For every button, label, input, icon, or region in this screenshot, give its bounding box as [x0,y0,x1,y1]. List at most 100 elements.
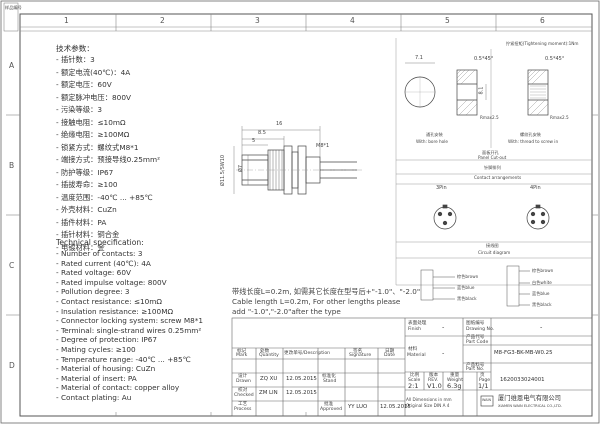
dim-cutout-8-1: 8.1 [478,86,485,95]
spec-en-item: - Rated current (40℃): 4A [56,258,151,268]
spec-en-item: - Rated impulse voltage: 800V [56,277,167,287]
tb-material-value: - [442,349,445,357]
spec-en-item: - Contact resistance: ≤10mΩ [56,297,162,306]
dim-length-5: 5 [252,138,256,144]
spec-cn-item: - 端接方式：预接导线0.25mm² [56,155,161,164]
spec-en-item: - Temperature range: -40℃ ... +85℃ [56,354,191,364]
tb-page-cn: 页 [480,373,485,378]
tb-quantity-en: Quantity [259,353,279,358]
spec-en-item: - Terminal: single-strand wires 0.25mm² [56,325,202,335]
tb-weight-en: Weight [447,378,464,383]
spec-en-item: - Contact plating: Au [56,393,132,402]
spec-cn-item: - 防护等级：IP67 [56,167,114,177]
title-block-grid [231,317,593,417]
spec-cn-item: - 电镀材料：金 [56,242,105,252]
tb-part-code-cn: 产品代号 [466,335,485,340]
tb-checked-en: Checked [234,393,254,398]
tb-approved-cn: 批准 [324,402,334,407]
tb-checked-name: ZM LIN [259,390,278,396]
tb-checked-date: 12.05.2015 [286,390,317,396]
bore-hole-en: With: bore hole [416,139,448,144]
spec-cn-item: - 插针材料：铜合金 [56,230,120,239]
dim-length-8-5: 8.5 [258,130,266,136]
tb-drawn-cn: 设计 [238,374,248,379]
bore-hole-cn: 通孔安装 [426,132,443,137]
wire-4pin-white: 白色white [532,280,552,285]
spec-cn-item: - 额定电流(40℃)：4A [56,67,131,77]
tb-approved-en: Approved [320,407,343,412]
spec-en-item: - Degree of protection: IP67 [56,335,158,345]
spec-cn-item: - 绝缘电阻：≥100MΩ [56,130,130,139]
tb-page-en: Page [479,378,491,383]
contact-arrangement-cn: 针脚排列 [484,165,501,170]
tb-part-code-en: Part Code [466,340,489,345]
company-name-cn: 厦门维恩电气有限公司 [498,395,561,402]
company-name-en: XIAMEN WAIN ELECTRICAL CO.,LTD. [498,404,562,408]
tb-stand-cn: 标准化 [322,374,336,379]
wire-3pin-black: 黑色black [457,296,477,301]
spec-en-item: - Material of insert: PA [56,373,137,383]
tb-dims-note-2: Original Size DIN A 4 [406,403,450,408]
wire-4pin-blue: 蓝色blue [532,291,550,296]
spec-cn-item: - 插拔寿命：≥100 [56,180,118,189]
tb-revision-value: V1.0 [427,382,442,390]
tb-page-value: 1/1 [478,382,489,390]
wire-4pin-black: 黑色black [532,302,552,307]
radius-thread: Rmax2.5 [550,115,569,120]
tb-drawing-no-en: Drawing No. [466,327,495,332]
spec-cn-item: - 额定电压：60V [56,80,112,89]
tb-process-en: Process [234,407,252,412]
tb-drawn-date: 12.05.2015 [286,376,317,382]
tb-checked-cn: 校对 [238,388,248,393]
grid-letter-d: D [9,361,15,370]
tb-description: 更改单号/Description [284,351,331,356]
spec-en-title: Technical specification: [56,238,144,247]
grid-number-6: 6 [540,16,545,25]
dim-cutout-7-1: 7.1 [415,55,423,61]
tb-part-code-value: M8-FG3-BK-MB-W0.25 [494,350,553,356]
tb-part-no-value: 1620033024001 [500,377,545,383]
tb-material-en: Material [407,353,426,358]
grid-number-1: 1 [64,16,69,25]
spec-cn-item: - 温度范围：-40℃ ... +85℃ [56,192,153,202]
tb-approved-name: YY LUO [348,404,368,410]
spec-cn-item: - 外壳材料：CuZn [56,205,117,214]
tb-revision-cn: 版本 [429,373,439,378]
tb-signature-en: Signature [349,353,372,358]
circuit-diagram-4pin [506,265,530,307]
wire-3pin-brown: 棕色brown [457,274,479,279]
tb-signature-cn: 签名 [353,349,363,354]
spec-cn-title: 技术参数： [56,44,94,53]
wire-3pin-blue: 蓝色blue [457,285,475,290]
spec-en-item: - Material of contact: copper alloy [56,383,180,393]
tb-mark-en: Mark [236,353,248,358]
grid-letter-b: B [9,161,15,170]
company-logo-mark [480,395,494,407]
tb-finish-cn: 表面处理 [408,321,427,326]
pin-count-4: 4Pin [530,185,541,191]
pin-count-3: 3Pin [436,185,447,191]
tb-weight-value: 6.3g [447,382,462,390]
grid-number-2: 2 [160,16,165,25]
tb-part-no-en: Part No. [466,367,485,372]
dim-thread-m8: M8*1 [316,143,330,149]
grid-number-3: 3 [255,16,260,25]
tb-stand-en: Stand [323,379,337,384]
tb-part-no-cn: 产品料号 [466,363,485,368]
tb-drawn-en: Drawn [236,379,251,384]
spec-en-item: - Insulation resistance: ≥100MΩ [56,306,174,316]
contact-arrangement-en: Contact arrangements [474,175,522,180]
spec-cn-item: - 插针数：3 [56,55,95,64]
grid-letter-c: C [9,261,15,270]
company-logo-text: WAIN [482,398,492,402]
spec-cn-item: - 额定脉冲电压：800V [56,92,131,102]
connector-side-view [233,126,362,195]
cable-note-en-2: add "-1.0","-2.0"after the type [232,307,341,316]
radius-hole: Rmax2.5 [480,115,499,120]
spec-en-item: - Mating cycles: ≥100 [56,345,136,354]
grid-number-4: 4 [350,16,355,25]
dim-diameter-7: Ø7 [238,164,245,173]
wire-4pin-brown: 棕色brown [532,268,554,273]
tb-drawn-name: ZQ XU [260,376,278,382]
